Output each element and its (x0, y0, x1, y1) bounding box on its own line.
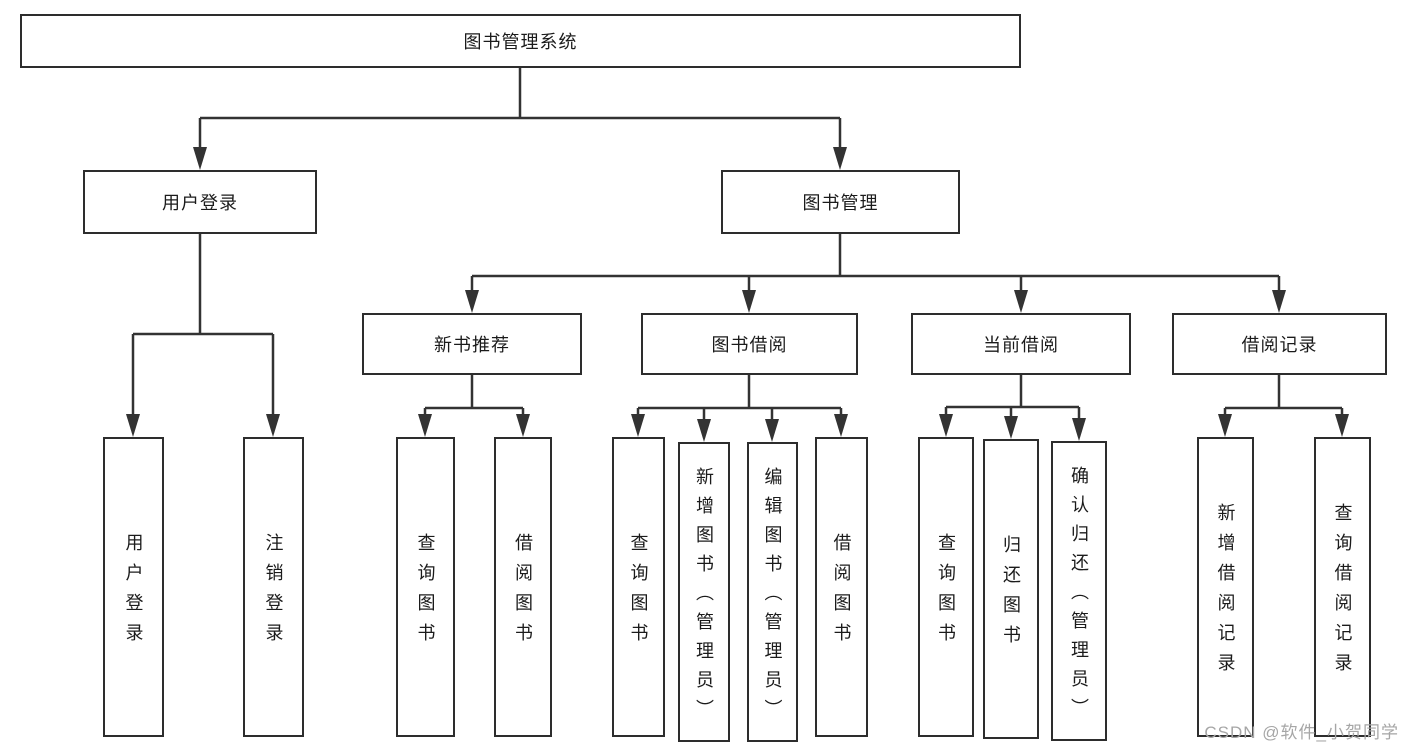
leaf-edit-book-admin: 编辑图书（管理员） (747, 442, 798, 742)
leaf-confirm-return-admin: 确认归还（管理员） (1051, 441, 1107, 741)
node-user-login: 用户登录 (83, 170, 317, 234)
node-current-borrowing-label: 当前借阅 (983, 335, 1059, 355)
leaf-query-books-borrowing-label: 查询图书 (628, 533, 649, 653)
leaf-query-books-recommend: 查询图书 (396, 437, 455, 737)
leaf-user-login: 用户登录 (103, 437, 164, 737)
leaf-query-books-recommend-label: 查询图书 (415, 533, 436, 653)
node-current-borrowing: 当前借阅 (911, 313, 1131, 375)
leaf-borrow-books-recommend-label: 借阅图书 (513, 533, 533, 653)
leaf-add-book-admin: 新增图书（管理员） (678, 442, 730, 742)
leaf-logout-label: 注销登录 (263, 533, 284, 653)
leaf-add-book-admin-label: 新增图书（管理员） (694, 467, 714, 728)
leaf-query-borrow-record: 查询借阅记录 (1314, 437, 1371, 737)
leaf-borrow-books-label: 借阅图书 (831, 533, 852, 653)
connector-lines (131, 68, 1344, 421)
node-new-book-recommend: 新书推荐 (362, 313, 582, 375)
node-book-management-label: 图书管理 (802, 193, 879, 213)
arrow-down-icons (126, 147, 1349, 442)
node-book-borrowing: 图书借阅 (641, 313, 858, 375)
node-book-borrowing-label: 图书借阅 (711, 335, 788, 355)
leaf-borrow-books: 借阅图书 (815, 437, 868, 737)
leaf-query-books-borrowing: 查询图书 (612, 437, 665, 737)
leaf-query-borrow-record-label: 查询借阅记录 (1332, 503, 1353, 683)
node-book-management: 图书管理 (721, 170, 960, 234)
leaf-confirm-return-admin-label: 确认归还（管理员） (1069, 466, 1089, 727)
leaf-add-borrow-record: 新增借阅记录 (1197, 437, 1254, 737)
leaf-logout: 注销登录 (243, 437, 304, 737)
leaf-return-book-label: 归还图书 (1001, 535, 1021, 655)
node-borrowing-records-label: 借阅记录 (1241, 335, 1318, 355)
node-new-book-recommend-label: 新书推荐 (434, 335, 510, 355)
watermark-text: CSDN @软件_小贺同学 (1204, 723, 1399, 742)
leaf-edit-book-admin-label: 编辑图书（管理员） (762, 467, 783, 728)
leaf-user-login-label: 用户登录 (123, 533, 144, 653)
node-borrowing-records: 借阅记录 (1172, 313, 1387, 375)
node-root-system: 图书管理系统 (20, 14, 1021, 68)
node-root-label: 图书管理系统 (463, 32, 578, 52)
leaf-add-borrow-record-label: 新增借阅记录 (1215, 503, 1236, 683)
leaf-borrow-books-recommend: 借阅图书 (494, 437, 552, 737)
leaf-query-books-current-label: 查询图书 (936, 533, 956, 653)
leaf-return-book: 归还图书 (983, 439, 1039, 739)
leaf-query-books-current: 查询图书 (918, 437, 974, 737)
node-user-login-label: 用户登录 (162, 193, 238, 213)
